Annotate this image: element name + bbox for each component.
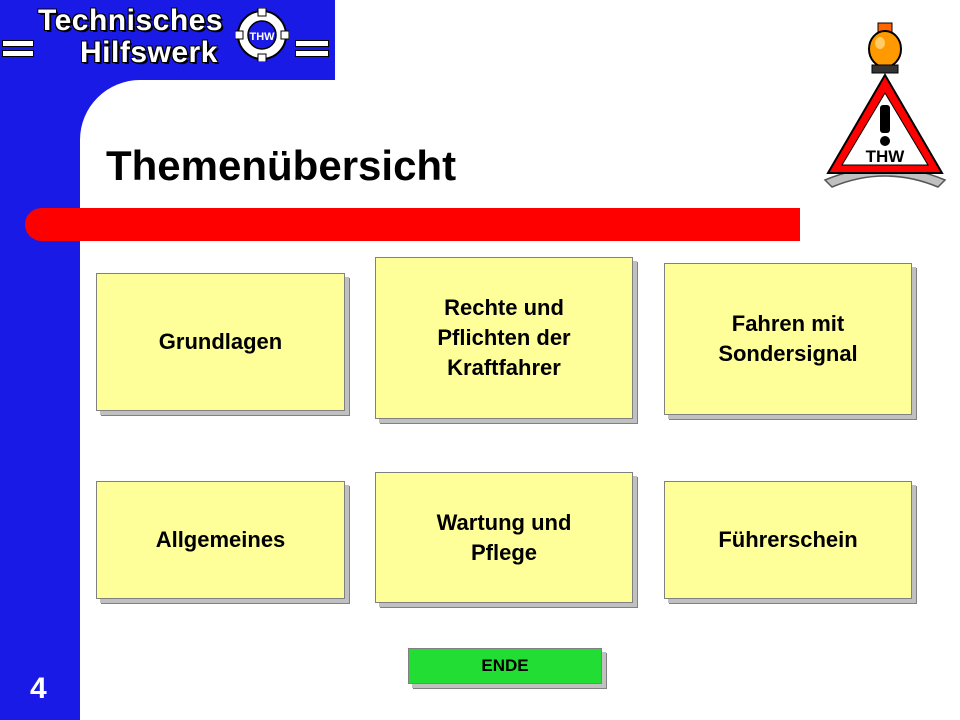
- topic-button-rechte-und-pflichten[interactable]: Rechte und Pflichten der Kraftfahrer: [375, 257, 633, 419]
- sign-text: THW: [866, 147, 906, 166]
- left-sidebar: [0, 0, 80, 720]
- topic-button-fahren-mit-sondersignal[interactable]: Fahren mit Sondersignal: [664, 263, 912, 415]
- logo-bar: [2, 40, 34, 47]
- topic-button-allgemeines[interactable]: Allgemeines: [96, 481, 345, 599]
- logo-bar: [2, 50, 34, 57]
- logo-text-line2: Hilfswerk: [80, 36, 218, 69]
- page-number: 4: [30, 672, 47, 705]
- thw-emblem-icon: THW: [235, 8, 289, 62]
- topic-button-wartung-und-pflege[interactable]: Wartung und Pflege: [375, 472, 633, 603]
- logo-bar: [295, 40, 329, 47]
- logo-bar: [295, 50, 329, 57]
- emblem-text: THW: [249, 31, 275, 43]
- topic-button-fuehrerschein[interactable]: Führerschein: [664, 481, 912, 599]
- topic-button-grundlagen[interactable]: Grundlagen: [96, 273, 345, 411]
- header-corner-curve: [80, 80, 140, 140]
- thw-logo: Technisches Hilfswerk THW: [0, 0, 335, 80]
- logo-text-line1: Technisches: [38, 4, 224, 37]
- thw-warning-sign-icon: THW: [823, 22, 947, 188]
- title-underline-bar: [25, 208, 800, 241]
- page-title: Themenübersicht: [106, 142, 457, 189]
- end-button[interactable]: ENDE: [408, 648, 602, 684]
